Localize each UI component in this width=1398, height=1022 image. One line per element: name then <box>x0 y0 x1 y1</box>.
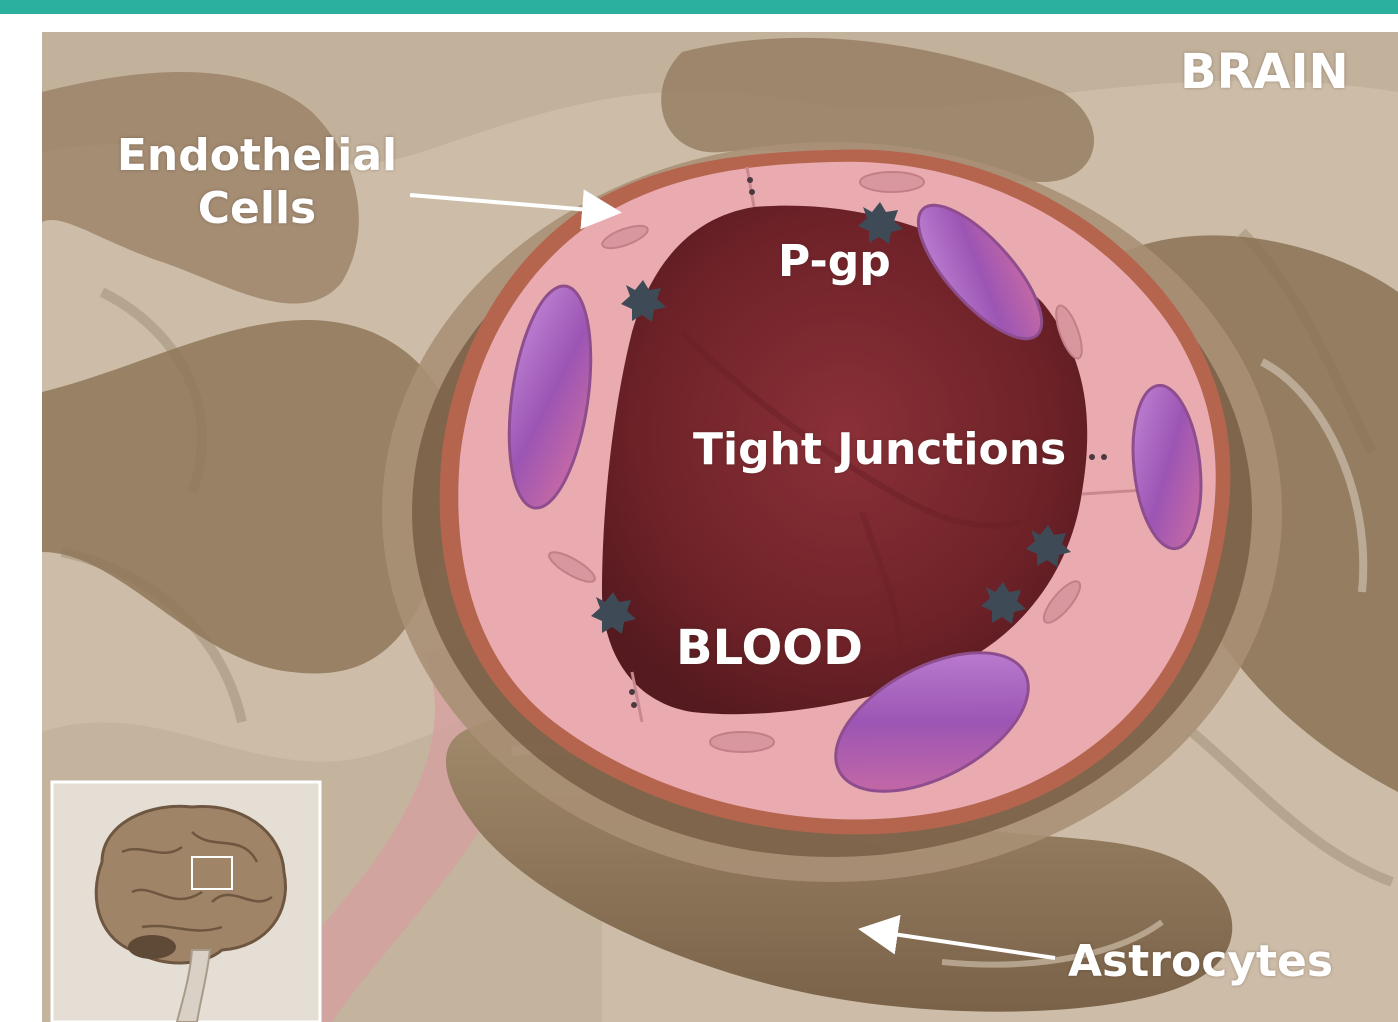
tight-junctions-label: Tight Junctions <box>693 424 1066 477</box>
blood-label: BLOOD <box>676 620 863 678</box>
endothelial-label-line2: Cells <box>92 183 422 236</box>
astrocytes-label: Astrocytes <box>1068 936 1333 989</box>
endothelial-label-line1: Endothelial <box>92 130 422 183</box>
brain-label: BRAIN <box>1180 44 1349 102</box>
endothelial-cells-label: Endothelial Cells <box>92 130 422 236</box>
top-accent-bar <box>0 0 1398 14</box>
pgp-label: P-gp <box>778 236 891 289</box>
brain-inset-icon <box>52 782 320 1022</box>
